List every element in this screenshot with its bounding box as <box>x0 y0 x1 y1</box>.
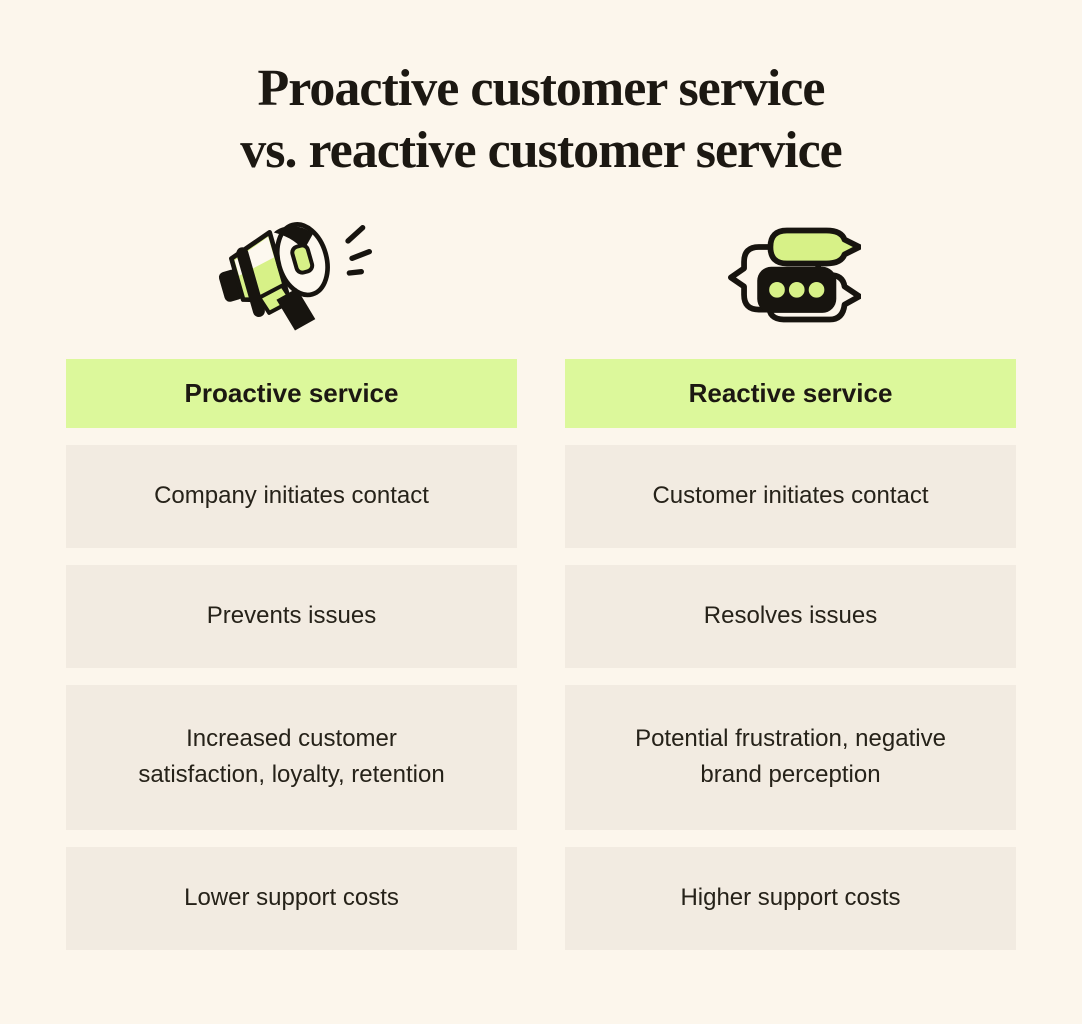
table-cell: Higher support costs <box>565 846 1016 950</box>
column-header-reactive: Reactive service <box>565 358 1016 428</box>
table-cell: Lower support costs <box>66 846 517 950</box>
column-proactive: Proactive service Company initiates cont… <box>66 211 517 967</box>
megaphone-icon <box>66 211 517 339</box>
page-title-line-1: Proactive customer service <box>257 60 826 117</box>
chat-bubbles-icon <box>565 211 1016 339</box>
comparison-table: Proactive service Company initiates cont… <box>0 211 1082 967</box>
table-cell: Prevents issues <box>66 564 517 668</box>
table-cell: Company initiates contact <box>66 444 517 548</box>
column-header-proactive: Proactive service <box>66 358 517 428</box>
table-cell: Potential frustration, negative brand pe… <box>565 684 1016 830</box>
table-cell: Customer initiates contact <box>565 444 1016 548</box>
table-cell: Increased customer satisfaction, loyalty… <box>66 684 517 830</box>
table-cell: Resolves issues <box>565 564 1016 668</box>
column-reactive: Reactive service Customer initiates cont… <box>565 211 1016 967</box>
page-title-line-2: vs. reactive customer service <box>240 122 842 180</box>
